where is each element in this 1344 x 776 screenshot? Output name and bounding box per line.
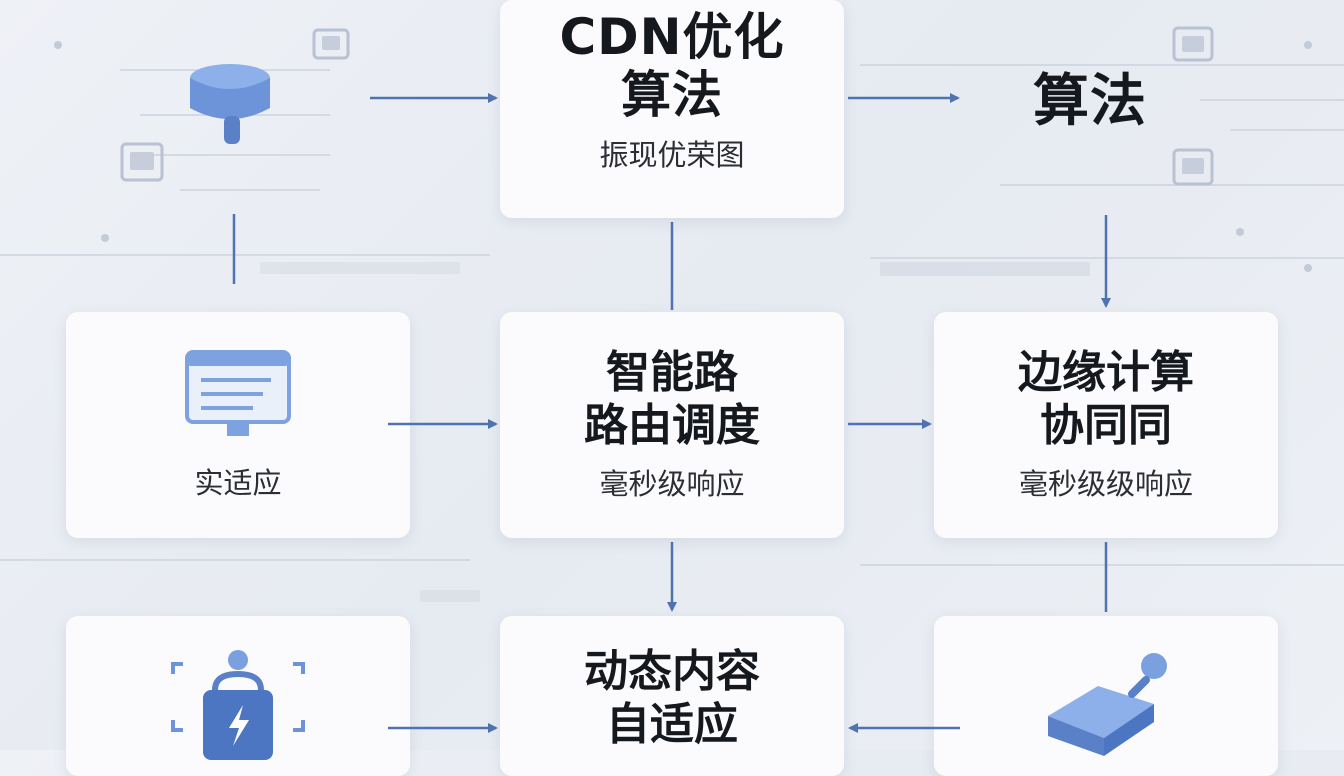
- node-cdn-algorithm[interactable]: CDN优化 算法 振现优荣图: [500, 0, 844, 218]
- node-label: 实适应: [194, 466, 282, 500]
- node-bottom-right[interactable]: [934, 616, 1278, 776]
- database-icon: [190, 64, 270, 144]
- node-title: 算法: [1033, 68, 1147, 134]
- node-edge-computing[interactable]: 边缘计算 协同同 毫秒级级响应: [934, 312, 1278, 538]
- node-title-line2: 路由调度: [584, 400, 760, 451]
- node-subtitle: 振现优荣图: [599, 138, 745, 172]
- node-title-line1: 边缘计算: [1018, 347, 1194, 399]
- background-circuit-pattern: [0, 26, 1344, 602]
- battery-user-icon: [171, 650, 305, 760]
- node-title-line2: 协同同: [1040, 400, 1172, 451]
- node-title-line2: 算法: [621, 66, 723, 124]
- cube-user-icon: [1048, 653, 1167, 756]
- node-title-line2: 自适应: [606, 698, 738, 750]
- node-bottom-left[interactable]: [66, 616, 410, 776]
- node-smart-routing[interactable]: 智能路 路由调度 毫秒级响应: [500, 312, 844, 538]
- node-title-line1: CDN优化: [559, 8, 785, 66]
- node-subtitle: 毫秒级级响应: [1018, 466, 1193, 501]
- node-title-line1: 动态内容: [584, 646, 760, 697]
- monitor-icon: [185, 350, 291, 436]
- node-title-line1: 智能路: [606, 347, 738, 399]
- node-dynamic-content[interactable]: 动态内容 自适应: [500, 616, 844, 776]
- connector-layer: [232, 93, 1111, 733]
- node-algorithm-right: 算法: [960, 52, 1220, 152]
- node-realtime-adapt[interactable]: 实适应: [66, 312, 410, 538]
- node-subtitle: 毫秒级响应: [599, 466, 745, 501]
